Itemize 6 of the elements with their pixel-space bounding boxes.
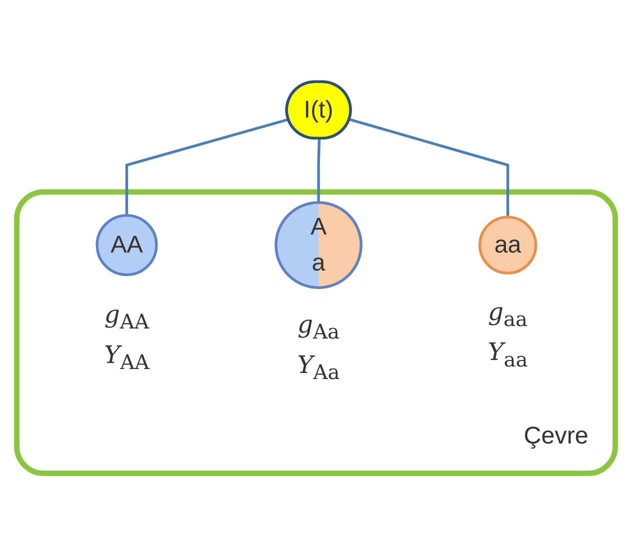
node-circle: aa bbox=[478, 215, 538, 274]
node-label: g$_{Aa}$ Y$_{Aa}$ bbox=[297, 310, 340, 384]
node-label: g$_{aa}$ Y$_{aa}$ bbox=[488, 298, 528, 372]
node-label: g$_{AA}$ Y$_{AA}$ bbox=[104, 300, 150, 374]
node-circle: AA bbox=[96, 214, 158, 276]
node-circle: A a bbox=[274, 200, 362, 289]
